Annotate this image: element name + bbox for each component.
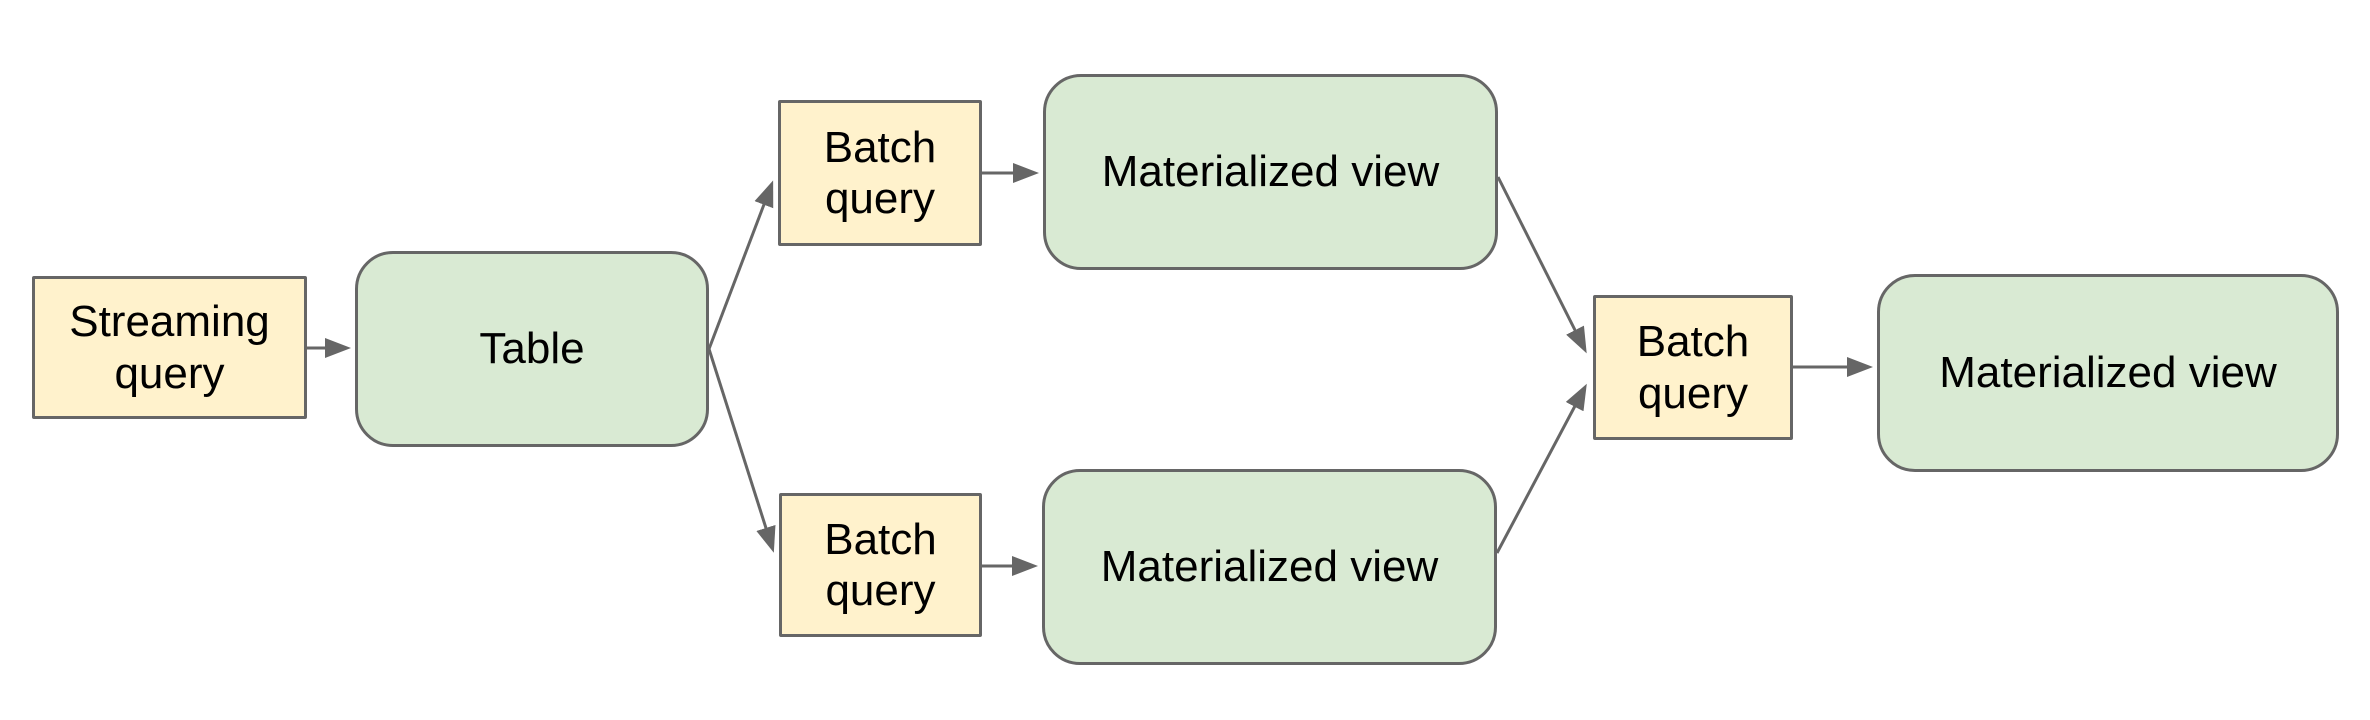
node-batch-query-final: Batch query bbox=[1593, 295, 1793, 440]
edge-materialized-view-bottom-to-batch-query-final bbox=[1495, 383, 1587, 554]
node-label: Materialized view bbox=[1101, 147, 1440, 197]
node-materialized-view-final: Materialized view bbox=[1877, 274, 2339, 472]
node-label: Batch query bbox=[824, 514, 937, 615]
node-label: Batch query bbox=[1636, 317, 1750, 418]
node-materialized-view-top: Materialized view bbox=[1043, 74, 1498, 270]
node-table: Table bbox=[355, 251, 709, 447]
node-batch-query-bottom: Batch query bbox=[779, 493, 982, 637]
node-label: Materialized view bbox=[1939, 348, 2277, 398]
node-materialized-view-bottom: Materialized view bbox=[1042, 469, 1497, 665]
node-streaming-query: Streaming query bbox=[32, 276, 307, 419]
node-label: Materialized view bbox=[1100, 542, 1439, 592]
node-label: Batch query bbox=[823, 122, 937, 223]
edge-materialized-view-top-to-batch-query-final bbox=[1496, 176, 1587, 354]
edge-table-to-batch-query-bottom bbox=[707, 348, 776, 553]
node-label: Table bbox=[479, 324, 585, 374]
edge-table-to-batch-query-top bbox=[707, 180, 774, 350]
node-label: Streaming query bbox=[69, 297, 270, 398]
node-batch-query-top: Batch query bbox=[778, 100, 982, 246]
